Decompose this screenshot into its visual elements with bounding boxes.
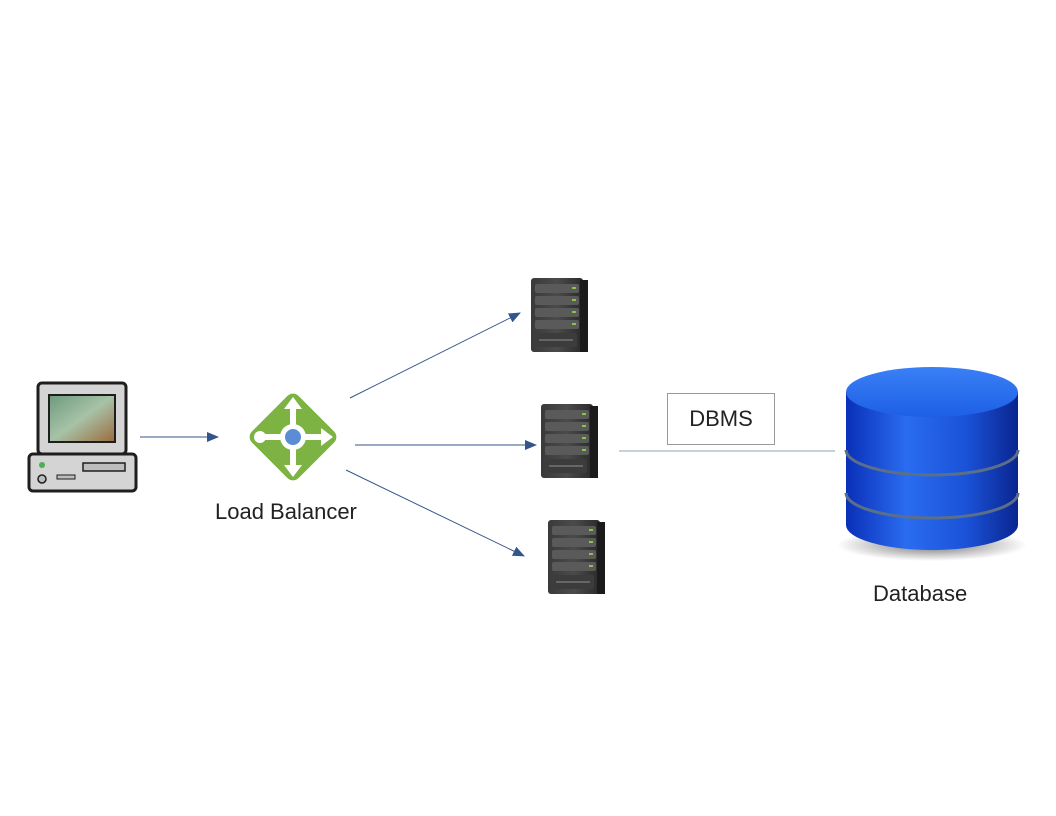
arrow-load-balancer-to-server-top [349,312,521,399]
computer-icon [27,381,138,493]
arrow-load-balancer-to-server-bottom [345,469,525,557]
database-label: Database [873,581,968,606]
server-middle-icon [541,404,598,478]
dbms-label-box: DBMS [667,393,775,445]
server-top-icon [531,278,588,352]
database-icon [837,367,1027,561]
dbms-label: DBMS [689,406,753,431]
server-bottom-icon [548,520,605,594]
load-balancer-icon [249,393,337,481]
load-balancer-label: Load Balancer [215,499,357,524]
